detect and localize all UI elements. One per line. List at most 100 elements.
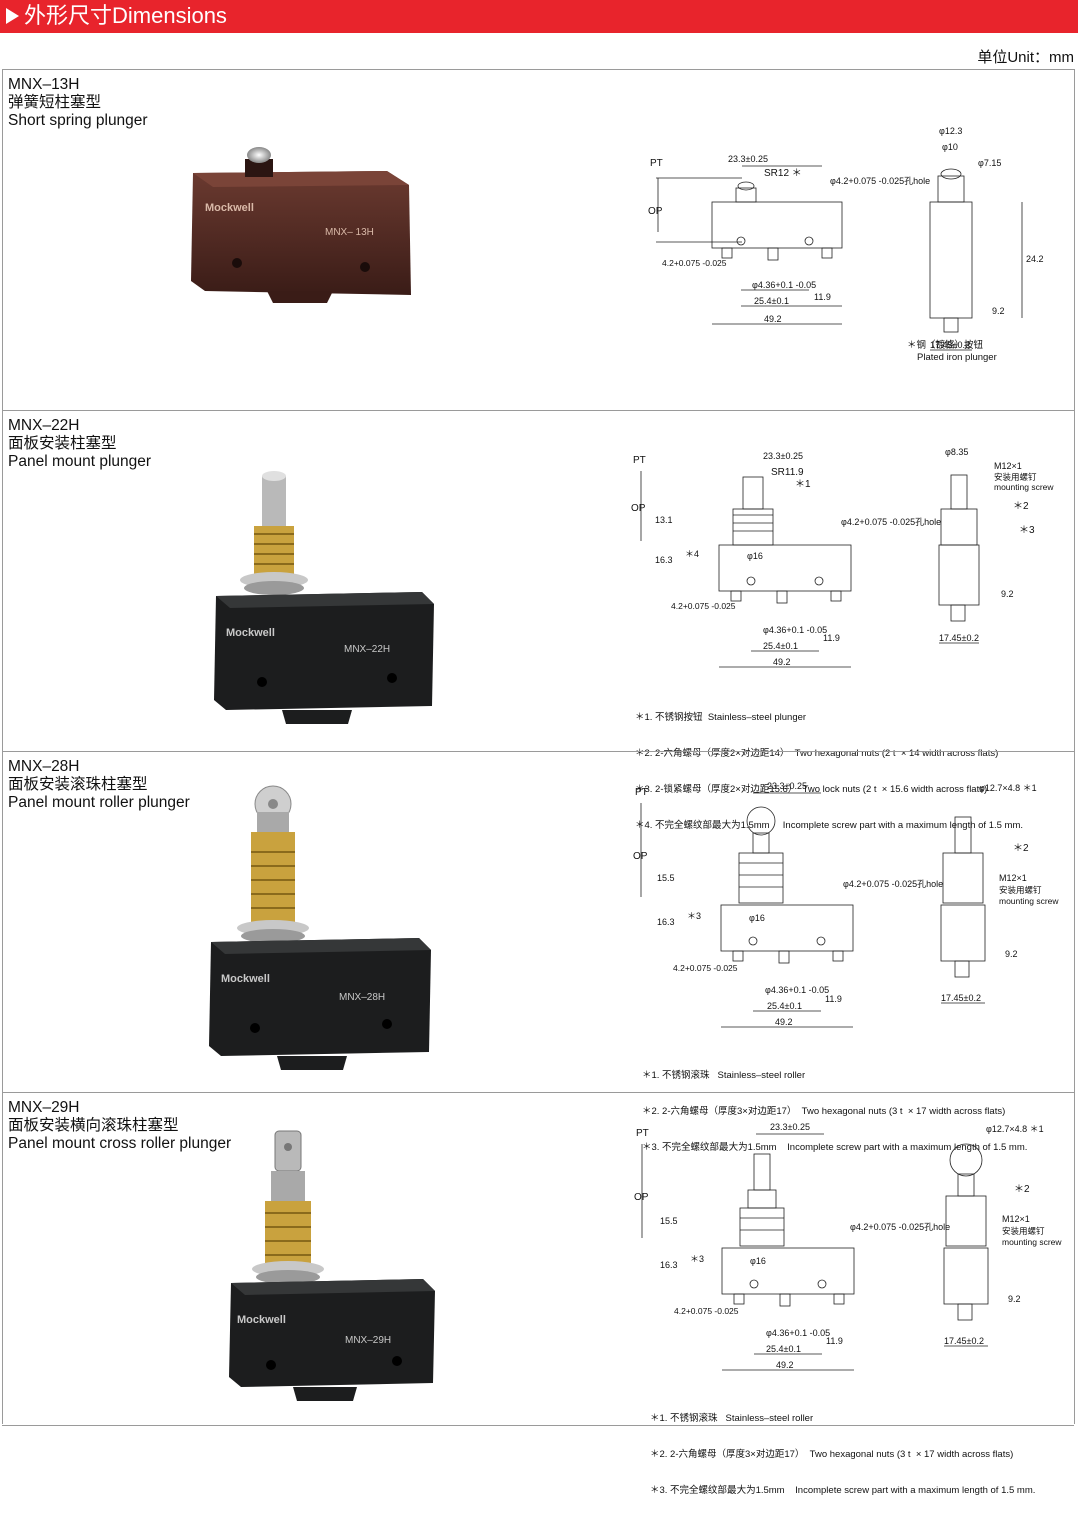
dim-4-2: 4.2+0.075 -0.025 [673, 963, 738, 973]
dim-16: φ16 [749, 913, 765, 923]
body-brand: Mockwell [226, 627, 275, 639]
body-model: MNX–28H [339, 992, 385, 1003]
body-brand: Mockwell [205, 202, 254, 214]
name-cn: 面板安装横向滚珠柱塞型 [8, 1117, 179, 1134]
dim-25-4: 25.4±0.1 [766, 1344, 801, 1354]
dim-star4: ＊4 [685, 549, 699, 559]
dim-25-4: 25.4±0.1 [763, 641, 798, 651]
dim-16-3: 16.3 [655, 555, 673, 565]
dim-16-3: 16.3 [657, 917, 675, 927]
dim-m12-cn: 安装用螺钉 [1002, 1226, 1045, 1236]
dim-49-2: 49.2 [775, 1017, 793, 1027]
body-model: MNX– 13H [325, 227, 374, 238]
section-header: MNX–28H 面板安装滚珠柱塞型 Panel mount roller plu… [8, 758, 190, 812]
frame-left [2, 69, 3, 1424]
notes: ＊1. 不锈钢滚珠 Stainless–steel roller ＊2. 2-六… [642, 1046, 1027, 1178]
section-mnx-28h: MNX–28H 面板安装滚珠柱塞型 Panel mount roller plu… [2, 751, 1074, 1153]
dim-star2: ＊2 [1014, 1184, 1030, 1195]
dim-13-1: 13.1 [655, 515, 673, 525]
dim-m12-en: mounting screw [999, 896, 1059, 906]
dim-op: OP [633, 851, 648, 862]
dim-7-15: φ7.15 [978, 158, 1001, 168]
dim-23-3: 23.3±0.25 [728, 154, 768, 164]
product-photo: Mockwell MNX–28H [209, 785, 431, 1070]
dimension-drawing: PT OP 23.3±0.25 SR11.9 ＊1 13.1 16.3 ＊4 φ… [631, 447, 1054, 668]
product-photo: Mockwell MNX–22H [214, 471, 434, 724]
dim-4-2: 4.2+0.075 -0.025 [671, 601, 736, 611]
note-line: ＊4. 不完全螺纹部最大为1.5mm Incomplete screw part… [635, 820, 1024, 831]
dim-24-2: 24.2 [1026, 254, 1044, 264]
dim-4-36: φ4.36+0.1 -0.05 [752, 280, 816, 290]
dim-15-5: 15.5 [657, 873, 675, 883]
dim-pt: PT [633, 455, 646, 466]
dim-op: OP [631, 503, 646, 514]
note-line: ＊2. 2-六角螺母（厚度2×对边距14） Two hexagonal nuts… [635, 748, 999, 759]
note-line: ＊1. 不锈钢滚珠 Stainless–steel roller [650, 1413, 814, 1424]
dim-49-2: 49.2 [776, 1360, 794, 1370]
dim-4-2: 4.2+0.075 -0.025 [674, 1306, 739, 1316]
dim-23-3: 23.3±0.25 [770, 1122, 810, 1132]
dim-roller: φ12.7×4.8 ＊1 [979, 783, 1037, 793]
dimension-drawing: PT OP 23.3±0.25 15.5 16.3 ＊3 φ16 φ4.2+0.… [633, 781, 1059, 1028]
dim-9-2: 9.2 [1008, 1294, 1021, 1304]
dim-m12-cn: 安装用螺钉 [999, 885, 1042, 895]
notes: ＊1. 不锈钢滚珠 Stainless–steel roller ＊2. 2-六… [650, 1389, 1035, 1521]
dim-pt: PT [650, 158, 663, 169]
section-header: MNX–22H 面板安装柱塞型 Panel mount plunger [8, 417, 151, 471]
dim-12-3: φ12.3 [939, 126, 962, 136]
dim-star3: ＊3 [1019, 525, 1035, 536]
dim-op: OP [648, 206, 663, 217]
dim-m12: M12×1 [999, 873, 1027, 883]
note-line: ＊1. 不锈钢滚珠 Stainless–steel roller [642, 1070, 806, 1081]
body-model: MNX–29H [345, 1335, 391, 1346]
dim-16: φ16 [750, 1256, 766, 1266]
dim-23-3: 23.3±0.25 [763, 451, 803, 461]
note-line: ＊3. 不完全螺纹部最大为1.5mm Incomplete screw part… [650, 1485, 1036, 1496]
name-en: Short spring plunger [8, 112, 148, 129]
dim-15-5: 15.5 [660, 1216, 678, 1226]
name-en: Panel mount cross roller plunger [8, 1135, 232, 1152]
dim-m12-cn: 安装用螺钉 [994, 472, 1037, 482]
dim-star3: ＊3 [690, 1254, 704, 1264]
body-model: MNX–22H [344, 644, 390, 655]
dim-4-2: 4.2+0.075 -0.025 [662, 258, 727, 268]
dim-25-4: 25.4±0.1 [754, 296, 789, 306]
dim-49-2: 49.2 [764, 314, 782, 324]
dim-17-45: 17.45±0.2 [944, 1336, 984, 1346]
dim-star1: ＊1 [795, 479, 811, 490]
body-brand: Mockwell [237, 1314, 286, 1326]
name-en: Panel mount roller plunger [8, 794, 190, 811]
dim-9-2: 9.2 [992, 306, 1005, 316]
dim-8-35: φ8.35 [945, 447, 968, 457]
note-line: ＊1. 不锈钢按钮 Stainless–steel plunger [635, 712, 807, 723]
section-header: MNX–29H 面板安装横向滚珠柱塞型 Panel mount cross ro… [8, 1099, 231, 1153]
name-en: Panel mount plunger [8, 453, 152, 470]
dim-10: φ10 [942, 142, 958, 152]
body-brand: Mockwell [221, 973, 270, 985]
dim-pt: PT [635, 787, 648, 798]
dim-roller: φ12.7×4.8 ＊1 [986, 1124, 1044, 1134]
dim-23-3: 23.3±0.25 [767, 781, 807, 791]
dim-star3: ＊3 [687, 911, 701, 921]
notes: ＊1. 不锈钢按钮 Stainless–steel plunger ＊2. 2-… [635, 688, 1023, 856]
name-cn: 面板安装滚珠柱塞型 [8, 776, 148, 793]
model-name: MNX–22H [8, 417, 80, 434]
dim-star2: ＊2 [1013, 501, 1029, 512]
dim-m12: M12×1 [994, 461, 1022, 471]
section-banner: 外形尺寸Dimensions [0, 0, 1078, 33]
dim-m12-en: mounting screw [1002, 1237, 1062, 1247]
dim-16-3: 16.3 [660, 1260, 678, 1270]
section-mnx-13h: MNX–13H 弹簧短柱塞型 Short spring plunger Mock… [2, 69, 1074, 411]
dim-17-45: 17.45±0.2 [939, 633, 979, 643]
dim-pt: PT [636, 1128, 649, 1139]
model-name: MNX–28H [8, 758, 80, 775]
section-mnx-29h: MNX–29H 面板安装横向滚珠柱塞型 Panel mount cross ro… [2, 1092, 1074, 1496]
section-header: MNX–13H 弹簧短柱塞型 Short spring plunger [8, 76, 148, 130]
dim-9-2: 9.2 [1001, 589, 1014, 599]
dim-11-9: 11.9 [823, 633, 840, 643]
dim-hole: φ4.2+0.075 -0.025孔hole [830, 176, 930, 186]
dim-17-45: 17.45±0.2 [941, 993, 981, 1003]
dim-11-9: 11.9 [814, 292, 831, 302]
dim-hole: φ4.2+0.075 -0.025孔hole [841, 517, 941, 527]
